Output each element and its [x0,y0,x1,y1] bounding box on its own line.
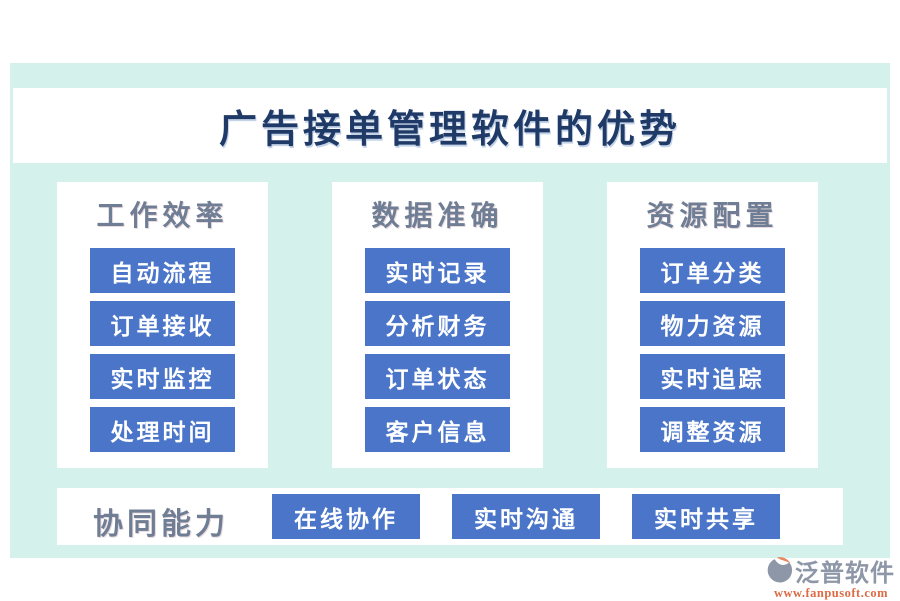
column-header: 资源配置 [646,201,779,232]
brand-logo: 泛普软件 www.fanpusoft.com [766,553,896,600]
collaboration-bar: 协同能力 在线协作 实时沟通 实时共享 [57,488,843,545]
column-button-group: 实时记录 分析财务 订单状态 客户信息 [365,248,510,452]
tile-button[interactable]: 客户信息 [365,407,510,452]
collaboration-header: 协同能力 [93,508,229,541]
brand-name: 泛普软件 [795,561,895,587]
column-work-efficiency: 工作效率 自动流程 订单接收 实时监控 处理时间 [57,182,268,468]
tile-button[interactable]: 物力资源 [640,301,785,346]
tile-button[interactable]: 订单接收 [90,301,235,346]
tile-button[interactable]: 自动流程 [90,248,235,293]
tile-button[interactable]: 实时记录 [365,248,510,293]
fanpu-swoosh-icon [766,557,793,584]
page-title: 广告接单管理软件的优势 [218,109,681,151]
tile-button[interactable]: 分析财务 [365,301,510,346]
column-button-group: 订单分类 物力资源 实时追踪 调整资源 [640,248,785,452]
brand-url[interactable]: www.fanpusoft.com [773,586,889,600]
tile-button[interactable]: 订单状态 [365,354,510,399]
column-data-accuracy: 数据准确 实时记录 分析财务 订单状态 客户信息 [332,182,543,468]
column-resource-allocation: 资源配置 订单分类 物力资源 实时追踪 调整资源 [607,182,818,468]
column-header: 数据准确 [371,201,504,232]
tile-button[interactable]: 实时监控 [90,354,235,399]
title-banner: 广告接单管理软件的优势 [13,88,887,163]
column-header: 工作效率 [96,201,229,232]
tile-button[interactable]: 实时共享 [632,494,780,539]
tile-button[interactable]: 处理时间 [90,407,235,452]
tile-button[interactable]: 订单分类 [640,248,785,293]
tile-button[interactable]: 在线协作 [272,494,420,539]
brand-logo-row: 泛普软件 [766,553,896,588]
tile-button[interactable]: 实时追踪 [640,354,785,399]
tile-button[interactable]: 实时沟通 [452,494,600,539]
column-button-group: 自动流程 订单接收 实时监控 处理时间 [90,248,235,452]
tile-button[interactable]: 调整资源 [640,407,785,452]
